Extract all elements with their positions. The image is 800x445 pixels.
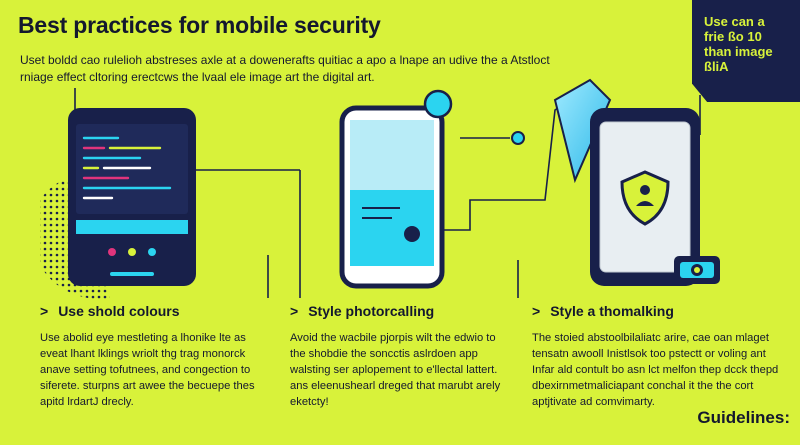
column-heading-text: Style photorcalling [308,303,435,319]
phone-photo-viewer [339,89,525,289]
column-heading-text: Use shold colours [58,303,180,319]
corner-badge [692,0,800,102]
badge-line: ßliA [704,59,729,74]
column-heading-text: Style a thomalking [550,303,674,319]
column-body-1: Use abolid eye mestleting a lhonike lte … [40,332,255,408]
column-body-2: Avoid the wacbile pjorpis wilt the edwio… [290,332,501,408]
column-heading-3: > Style a thomalking [532,303,674,319]
page-title: Best practices for mobile security [18,12,381,38]
badge-line: than image [704,44,773,59]
column-body-3: The stoied abstoolbilaliatc arire, cae o… [532,332,779,408]
camera-icon [674,256,720,284]
badge-line: frie ßo 10 [704,29,762,44]
page-subtitle: Uset boldd cao rulelioh abstreses axle a… [20,53,550,84]
chevron-right-icon: > [40,303,49,319]
corner-badge-text: Use can a frie ßo 10 than image ßliA [704,14,794,74]
column-heading-2: > Style photorcalling [290,303,434,319]
chevron-right-icon: > [290,303,299,319]
badge-line: Use can a [704,14,765,29]
column-heading-1: > Use shold colours [40,303,180,319]
phone-code-editor [68,108,196,286]
phone-security-shield [553,78,700,286]
chevron-right-icon: > [532,303,541,319]
guidelines-label: Guidelines: [697,408,790,427]
